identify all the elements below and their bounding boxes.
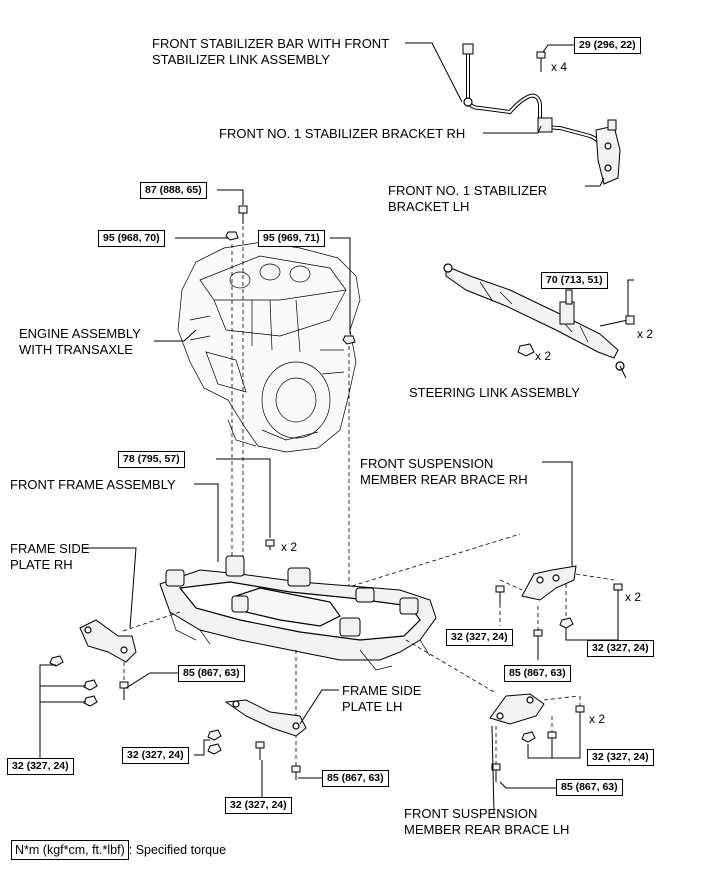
torque-lh-brace-bottom: 85 (867, 63) xyxy=(556,779,623,796)
label-side-plate-rh-line2: PLATE RH xyxy=(10,557,73,572)
stabilizer-bar-illustration xyxy=(462,43,621,185)
torque-stabilizer-bolt: 29 (296, 22) xyxy=(574,37,641,54)
torque-rh-brace-left: 32 (327, 24) xyxy=(446,629,513,646)
torque-engine-left: 95 (968, 70) xyxy=(98,230,165,247)
label-front-frame: FRONT FRAME ASSEMBLY xyxy=(10,477,176,492)
torque-lh-brace-right: 32 (327, 24) xyxy=(587,749,654,766)
label-stabilizer-bar: FRONT STABILIZER BAR WITH FRONT xyxy=(152,36,390,51)
front-frame-illustration xyxy=(159,555,437,671)
label-rear-brace-lh: FRONT SUSPENSION xyxy=(404,806,538,821)
torque-rh-brace-right: 32 (327, 24) xyxy=(587,640,654,657)
legend: N*m (kgf*cm, ft.*lbf): Specified torque xyxy=(11,840,226,860)
torque-rh-plate-bolt: 85 (867, 63) xyxy=(178,665,245,682)
label-side-plate-lh-line2: PLATE LH xyxy=(342,699,403,714)
label-rear-brace-rh-line2: MEMBER REAR BRACE RH xyxy=(360,472,528,487)
torque-lh-plate-left: 32 (327, 24) xyxy=(122,747,189,764)
rear-brace-rh-illustration xyxy=(495,565,623,648)
steering-rack-illustration xyxy=(443,263,635,379)
qty-steering-bolts: x 2 xyxy=(637,327,654,341)
engine-illustration xyxy=(177,241,361,453)
qty-stabilizer-bolts: x 4 xyxy=(551,60,568,74)
torque-lh-plate-bolt: 85 (867, 63) xyxy=(322,770,389,787)
label-steering-link: STEERING LINK ASSEMBLY xyxy=(409,385,580,400)
legend-text: : Specified torque xyxy=(128,843,227,857)
label-side-plate-lh: FRAME SIDE xyxy=(342,683,422,698)
label-engine-assembly: ENGINE ASSEMBLY xyxy=(19,326,141,341)
torque-rh-plate-left: 32 (327, 24) xyxy=(7,758,74,775)
label-stabilizer-bar-line2: STABILIZER LINK ASSEMBLY xyxy=(152,52,330,67)
qty-rh-brace-bolts: x 2 xyxy=(625,590,642,604)
label-side-plate-rh: FRAME SIDE xyxy=(10,541,90,556)
torque-front-frame: 78 (795, 57) xyxy=(118,451,185,468)
legend-unit-box: N*m (kgf*cm, ft.*lbf) xyxy=(11,840,129,860)
torque-lh-plate-bottom: 32 (327, 24) xyxy=(225,797,292,814)
label-rear-brace-rh: FRONT SUSPENSION xyxy=(360,456,494,471)
frame-side-plate-lh-illustration xyxy=(207,699,307,780)
label-stabilizer-bracket-lh: FRONT NO. 1 STABILIZER xyxy=(388,183,548,198)
qty-lh-brace-bolts: x 2 xyxy=(589,712,606,726)
label-engine-assembly-line2: WITH TRANSAXLE xyxy=(19,342,133,357)
rear-brace-lh-illustration xyxy=(489,693,585,782)
label-stabilizer-bracket-lh-line2: BRACKET LH xyxy=(388,199,470,214)
torque-rh-brace-bottom: 85 (867, 63) xyxy=(504,665,571,682)
torque-steering: 70 (713, 51) xyxy=(541,272,608,289)
label-rear-brace-lh-line2: MEMBER REAR BRACE LH xyxy=(404,822,570,837)
torque-engine-top: 87 (888, 65) xyxy=(140,182,207,199)
qty-frame-bolts: x 2 xyxy=(281,540,298,554)
qty-steering-nuts: x 2 xyxy=(535,349,552,363)
torque-engine-right: 95 (969, 71) xyxy=(258,230,325,247)
label-stabilizer-bracket-rh: FRONT NO. 1 STABILIZER BRACKET RH xyxy=(219,126,466,141)
frame-side-plate-rh-illustration xyxy=(49,619,137,707)
